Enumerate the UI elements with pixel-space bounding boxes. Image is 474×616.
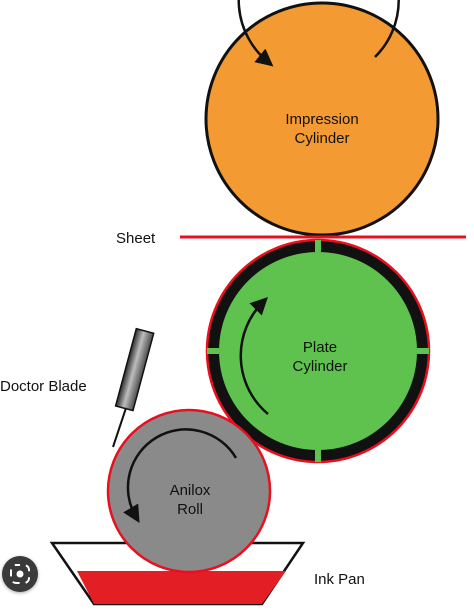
anilox-rotation-arrow bbox=[123, 428, 238, 524]
doctor-blade-edge bbox=[112, 407, 127, 448]
plate-label-line1: Plate bbox=[303, 339, 337, 356]
anilox-roll: Anilox Roll bbox=[106, 408, 272, 574]
ink-pan-label: Ink Pan bbox=[314, 571, 365, 588]
lens-icon-glyph bbox=[10, 564, 30, 584]
plate-label-line2: Cylinder bbox=[292, 358, 347, 375]
lens-search-icon[interactable] bbox=[2, 556, 38, 592]
sheet-label: Sheet bbox=[116, 230, 156, 247]
impression-cylinder: Impression Cylinder bbox=[204, 0, 440, 237]
anilox-label-line1: Anilox bbox=[170, 482, 211, 499]
doctor-blade: Doctor Blade bbox=[0, 327, 155, 448]
sheet: Sheet bbox=[116, 230, 466, 247]
ink-pan: Ink Pan bbox=[49, 541, 365, 606]
plate-rotation-arrow bbox=[239, 297, 269, 415]
plate-gap-left bbox=[207, 348, 219, 354]
plate-cylinder: Plate Cylinder bbox=[205, 238, 431, 464]
anilox-label-line2: Roll bbox=[177, 501, 203, 518]
plate-gap-top bbox=[315, 240, 321, 252]
ink-pan-ink bbox=[77, 571, 286, 604]
plate-gap-right bbox=[417, 348, 429, 354]
impression-rotation-arrow bbox=[237, 0, 400, 67]
impression-label-line2: Cylinder bbox=[294, 130, 349, 147]
doctor-blade-holder bbox=[114, 327, 155, 412]
plate-cylinder-body bbox=[219, 252, 417, 450]
doctor-blade-label: Doctor Blade bbox=[0, 378, 87, 395]
impression-label-line1: Impression bbox=[285, 111, 358, 128]
plate-gap-bottom bbox=[315, 450, 321, 462]
